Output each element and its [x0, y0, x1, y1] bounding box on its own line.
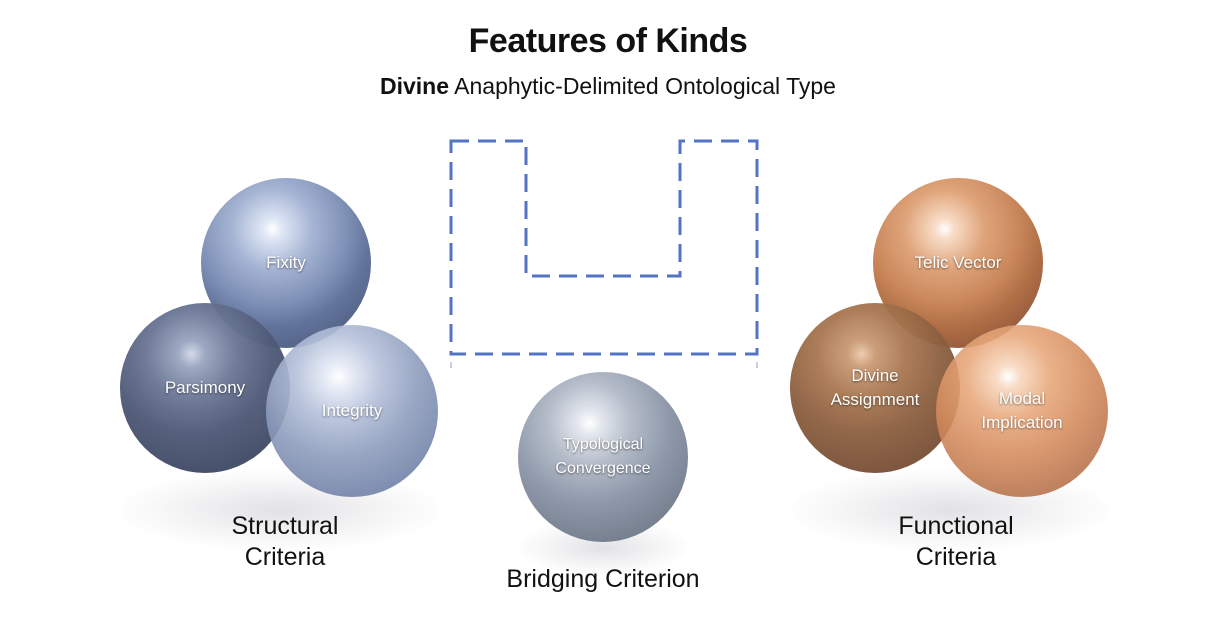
functional-criteria-label: Functional Criteria [898, 512, 1014, 571]
sphere-modal-label: Modal Implication [981, 389, 1063, 432]
sphere-modal-implication: Modal Implication [936, 325, 1108, 497]
bracket-outline [449, 139, 759, 356]
sphere-fixity: Fixity [201, 178, 371, 348]
sphere-integrity-label: Integrity [321, 401, 383, 420]
sphere-typological-label: Typological Convergence [555, 436, 651, 477]
sphere-parsimony: Parsimony [120, 303, 290, 473]
sphere-parsimony-label: Parsimony [164, 378, 246, 397]
structural-criteria-label: Structural Criteria [231, 512, 339, 571]
sphere-integrity: Integrity [266, 325, 438, 497]
sphere-divine-assignment: Divine Assignment [790, 303, 960, 473]
subtitle-rest: Anaphytic-Delimited Ontological Type [449, 73, 836, 99]
sphere-typological-convergence: Typological Convergence [518, 372, 688, 542]
diagram-subtitle: Divine Anaphytic-Delimited Ontological T… [0, 73, 1216, 100]
dashed-slot-bracket [449, 139, 759, 370]
sphere-divine-label: Divine Assignment [830, 366, 920, 409]
diagram-title: Features of Kinds [468, 22, 748, 60]
subtitle-bold: Divine [380, 73, 450, 99]
sphere-fixity-label: Fixity [266, 253, 306, 272]
bridging-criterion-label: Bridging Criterion [506, 565, 700, 593]
sphere-telic-label: Telic Vector [914, 253, 1002, 272]
